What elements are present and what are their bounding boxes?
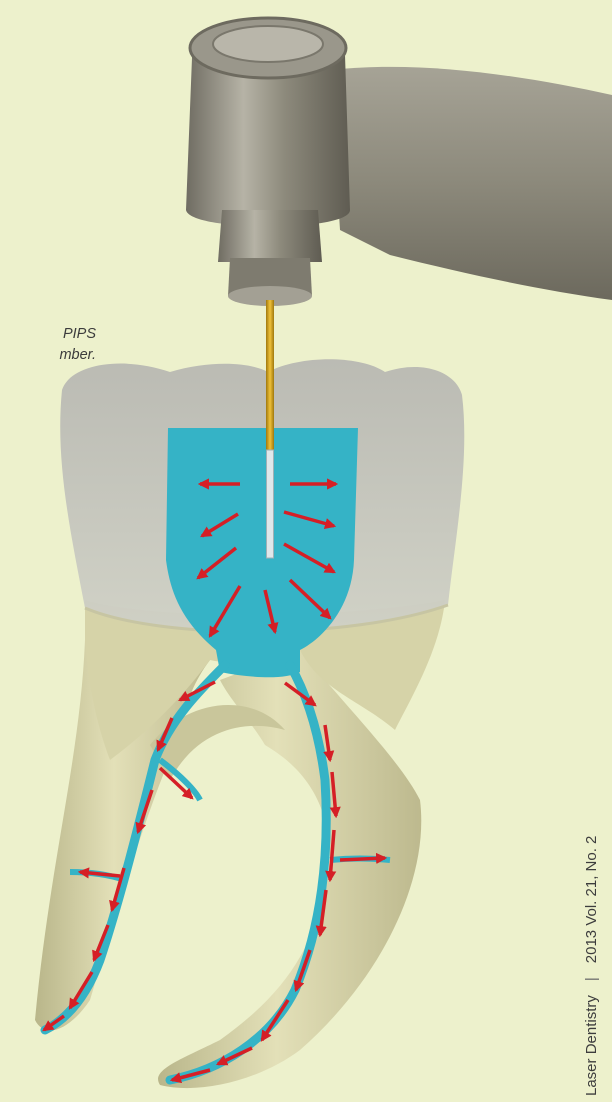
handpiece: [186, 18, 612, 306]
journal-title: Laser Dentistry: [583, 995, 600, 1096]
journal-footer: Laser Dentistry | 2013 Vol. 21, No. 2: [583, 836, 600, 1096]
handpiece-arm: [330, 67, 612, 300]
lateral-canal-1: [160, 760, 200, 800]
laser-fiber-tip: [266, 300, 274, 558]
journal-issue: 2013 Vol. 21, No. 2: [583, 836, 600, 964]
footer-separator: |: [583, 977, 600, 981]
flow-arrow: [340, 858, 385, 860]
